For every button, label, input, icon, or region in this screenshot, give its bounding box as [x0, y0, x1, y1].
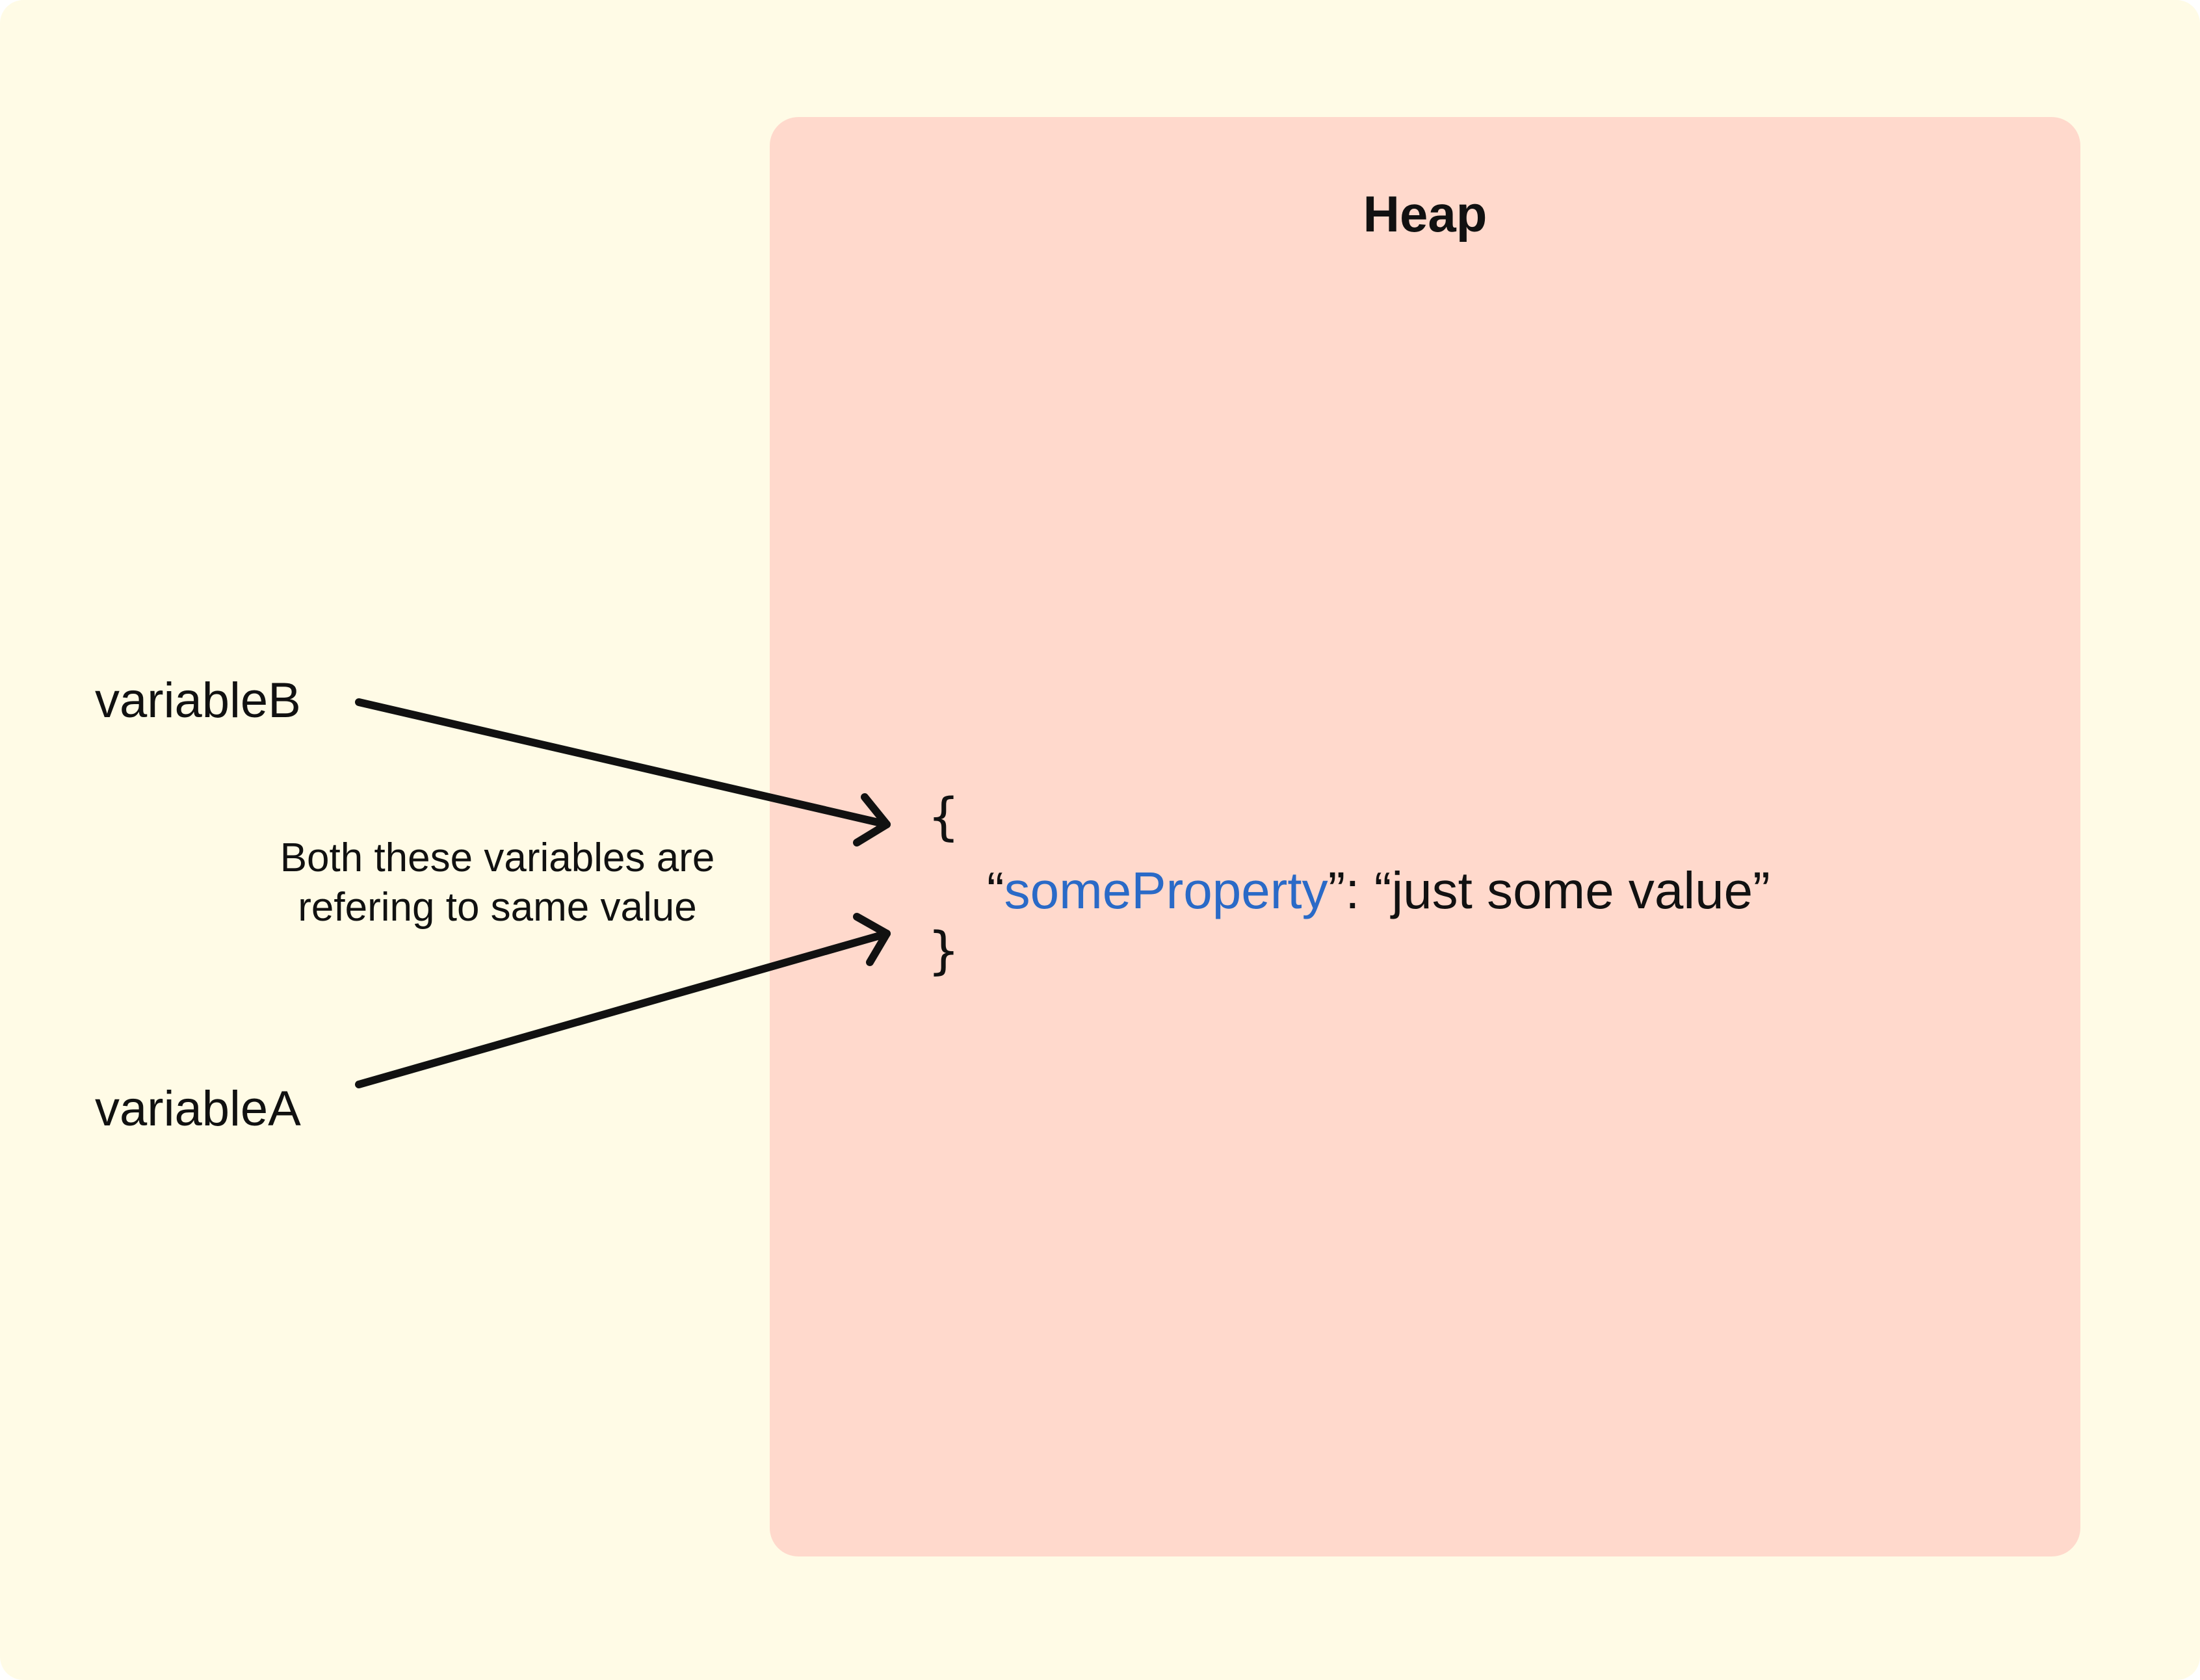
property-key: someProperty — [1004, 861, 1328, 919]
variable-b-label: variableB — [95, 673, 301, 728]
variable-a-label: variableA — [95, 1081, 301, 1136]
heap-region — [770, 117, 2080, 1556]
key-open-quote: “ — [987, 861, 1004, 919]
object-close-brace: } — [928, 922, 959, 980]
property-value: ”: “just some value” — [1328, 861, 1770, 919]
heap-title: Heap — [1363, 185, 1487, 243]
object-open-brace: { — [928, 788, 959, 847]
object-property-line: “someProperty”: “just some value” — [987, 865, 1770, 917]
reference-note-line-2: refering to same value — [298, 885, 697, 930]
reference-note: Both these variables are refering to sam… — [208, 833, 787, 932]
reference-note-line-1: Both these variables are — [280, 835, 715, 880]
